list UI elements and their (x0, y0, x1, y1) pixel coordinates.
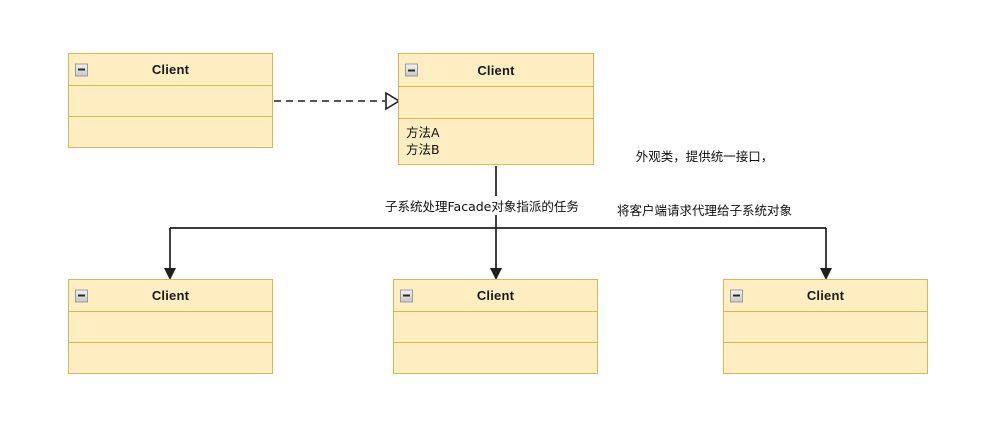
arrowhead-subsystem-2 (490, 268, 502, 280)
class-box-subsystem-1[interactable]: Client (68, 279, 273, 374)
minus-icon[interactable] (405, 63, 418, 77)
minus-icon[interactable] (400, 289, 413, 302)
annotation-line-2: 将客户端请求代理给子系统对象 (617, 203, 793, 218)
class-methods-facade: 方法A 方法B (399, 119, 593, 164)
class-title: Client (476, 288, 515, 303)
class-header-client: Client (69, 54, 272, 86)
class-box-facade[interactable]: Client 方法A 方法B (398, 53, 594, 165)
connector-facade-to-subsystems (164, 166, 832, 280)
class-attributes-subsystem-1 (69, 312, 272, 343)
class-attributes-subsystem-2 (394, 312, 597, 343)
method-item: 方法B (406, 142, 440, 157)
class-attributes-client (69, 86, 272, 117)
method-list: 方法A 方法B (399, 119, 593, 158)
class-methods-subsystem-3 (724, 343, 927, 373)
class-header-facade: Client (399, 54, 593, 87)
annotation-facade-note: 外观类，提供统一接口， 将客户端请求代理给子系统对象 (617, 112, 792, 238)
hollow-triangle-arrowhead (385, 91, 401, 111)
arrowhead-subsystem-1 (164, 268, 176, 280)
class-box-subsystem-2[interactable]: Client (393, 279, 598, 374)
arrowhead-subsystem-3 (820, 268, 832, 280)
class-methods-subsystem-2 (394, 343, 597, 373)
connector-client-to-facade (274, 91, 401, 111)
class-title: Client (477, 62, 515, 78)
minus-icon[interactable] (75, 289, 88, 302)
class-box-subsystem-3[interactable]: Client (723, 279, 928, 374)
class-attributes-subsystem-3 (724, 312, 927, 343)
class-header-subsystem-3: Client (724, 280, 927, 312)
class-header-subsystem-2: Client (394, 280, 597, 312)
class-title: Client (151, 62, 190, 77)
class-methods-subsystem-1 (69, 343, 272, 373)
edge-label-subsystem-note: 子系统处理Facade对象指派的任务 (383, 196, 581, 215)
minus-icon[interactable] (730, 289, 743, 302)
annotation-line-1: 外观类，提供统一接口， (635, 149, 774, 164)
method-item: 方法A (406, 125, 440, 140)
minus-icon[interactable] (75, 63, 88, 76)
class-header-subsystem-1: Client (69, 280, 272, 312)
class-attributes-facade (399, 87, 593, 119)
class-methods-client (69, 117, 272, 147)
class-title: Client (806, 288, 845, 303)
class-box-client[interactable]: Client (68, 53, 273, 148)
class-title: Client (151, 288, 190, 303)
